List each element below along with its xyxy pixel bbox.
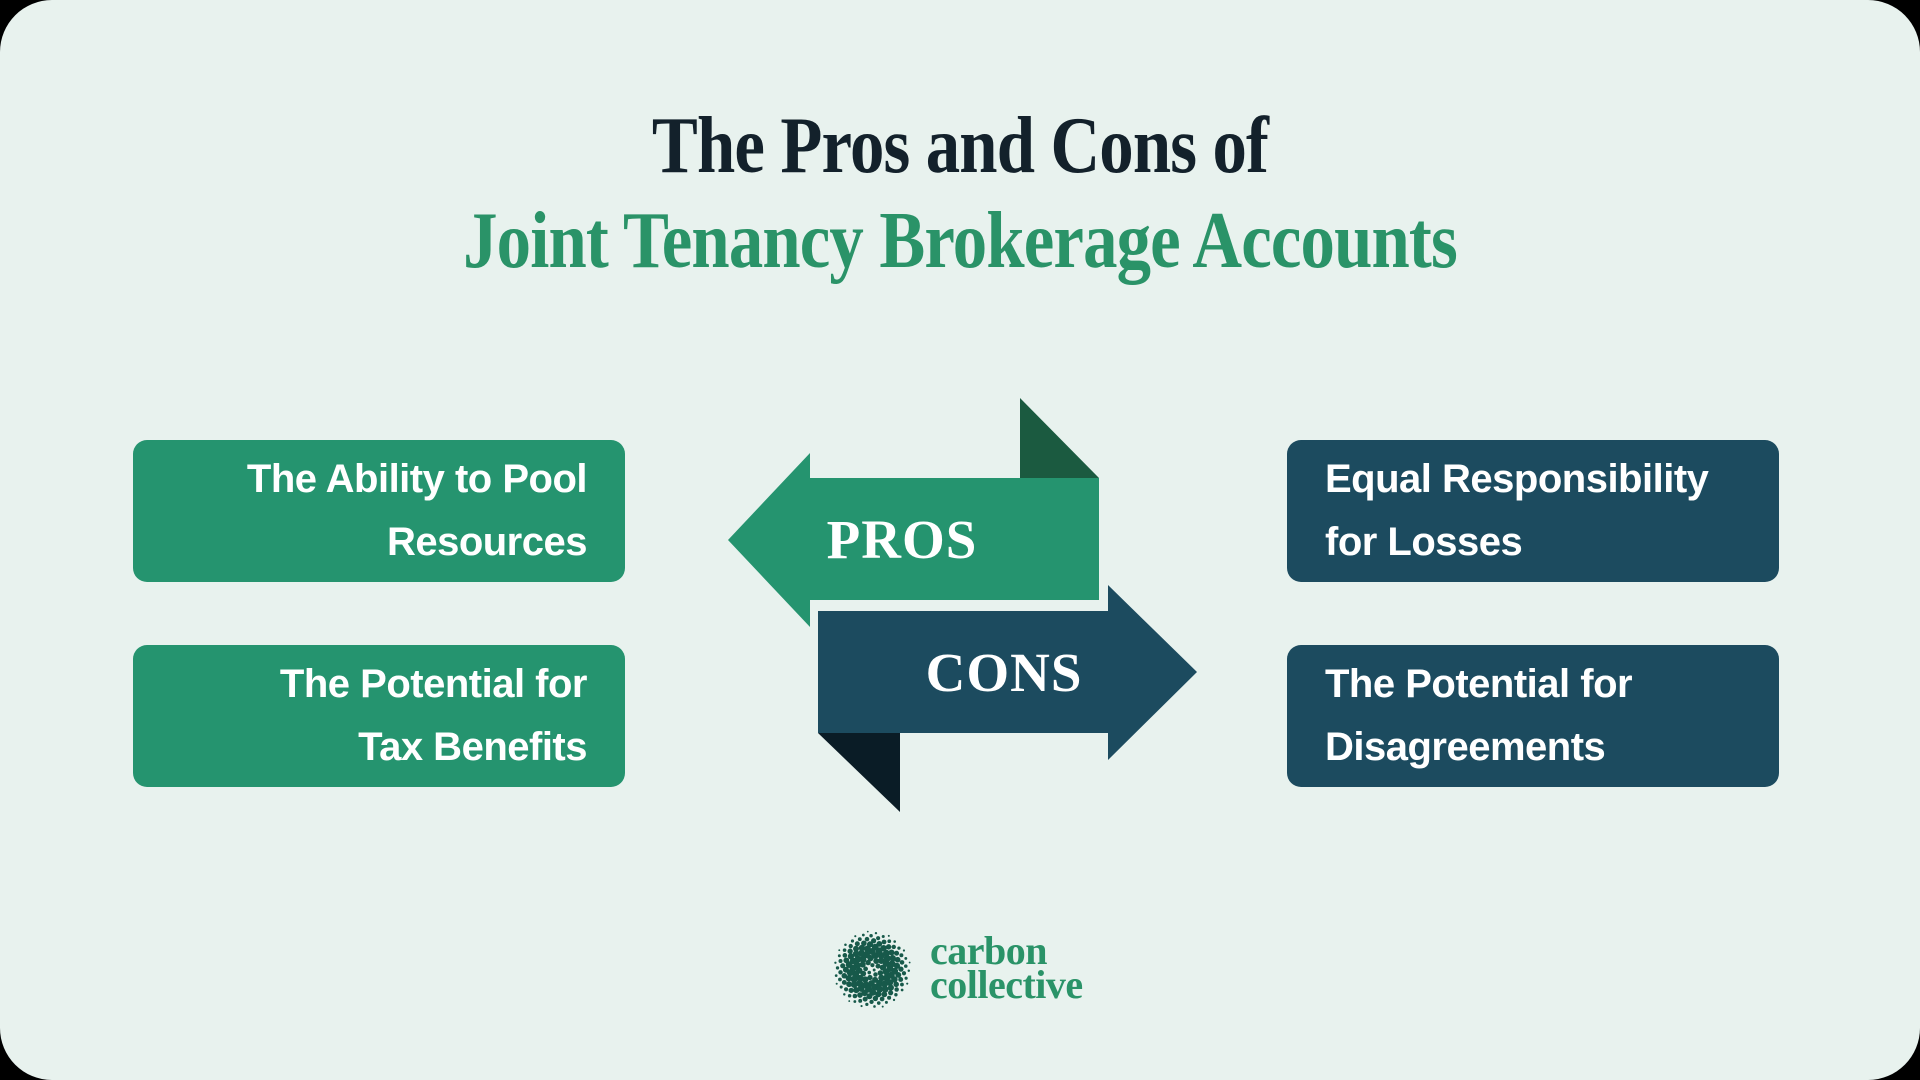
pros-arrow-fold-icon	[1020, 398, 1099, 478]
pros-item-line: Tax Benefits	[358, 725, 587, 769]
cons-item-line: for Losses	[1325, 520, 1523, 564]
cons-item-line: Equal Responsibility	[1325, 457, 1709, 501]
brand-wordmark: carbon collective	[930, 928, 1083, 1007]
cons-arrow-fold-icon	[818, 733, 900, 812]
pros-item-tax-benefits: The Potential for Tax Benefits	[133, 645, 625, 787]
cons-item-equal-responsibility: Equal Responsibility for Losses	[1287, 440, 1779, 582]
cons-item-line: The Potential for	[1325, 662, 1633, 706]
pros-item-line: Resources	[386, 520, 588, 564]
cons-item-disagreements: The Potential for Disagreements	[1287, 645, 1779, 787]
cons-arrow-label: CONS	[925, 641, 1083, 703]
pros-item-line: The Ability to Pool	[246, 457, 588, 501]
pros-arrow-label: PROS	[826, 508, 978, 570]
pros-item-line: The Potential for	[279, 662, 588, 706]
brand-word-collective: collective	[930, 962, 1083, 1007]
pros-item-pool-resources: The Ability to Pool Resources	[133, 440, 625, 582]
cons-item-line: Disagreements	[1325, 725, 1606, 769]
brand-word-carbon: carbon	[930, 928, 1047, 973]
carbon-collective-logo-icon	[834, 930, 911, 1008]
page-subtitle: Joint Tenancy Brokerage Accounts	[463, 197, 1458, 285]
page-title: The Pros and Cons of	[651, 102, 1269, 190]
